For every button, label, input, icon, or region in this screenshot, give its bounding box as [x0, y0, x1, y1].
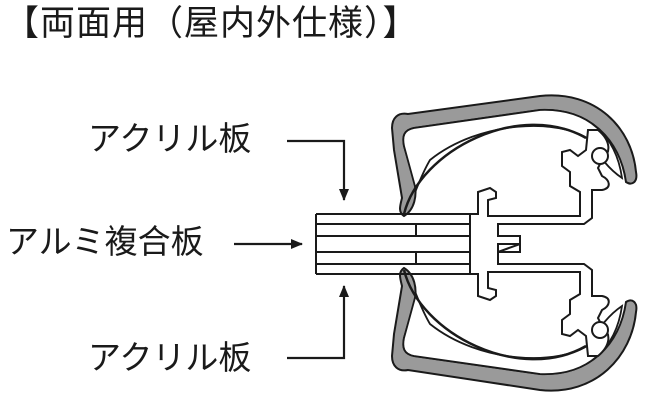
- leader-lines: [234, 139, 349, 360]
- label-aluminum-composite: アルミ複合板: [6, 222, 204, 261]
- hinge-bottom: [591, 321, 609, 339]
- label-acrylic-top: アクリル板: [88, 119, 252, 158]
- spring-line-top: [402, 123, 587, 215]
- leader-acrylic-bottom: [287, 285, 349, 360]
- spring-line-bottom: [402, 269, 587, 361]
- diagram-title: 【両面用（屋内外仕様）】: [4, 4, 419, 44]
- leader-acrylic-top: [287, 139, 349, 201]
- hinge-top: [591, 147, 609, 165]
- extrusion-profile: [469, 129, 610, 357]
- panel-layers: [315, 213, 471, 275]
- label-acrylic-bottom: アクリル板: [88, 338, 252, 377]
